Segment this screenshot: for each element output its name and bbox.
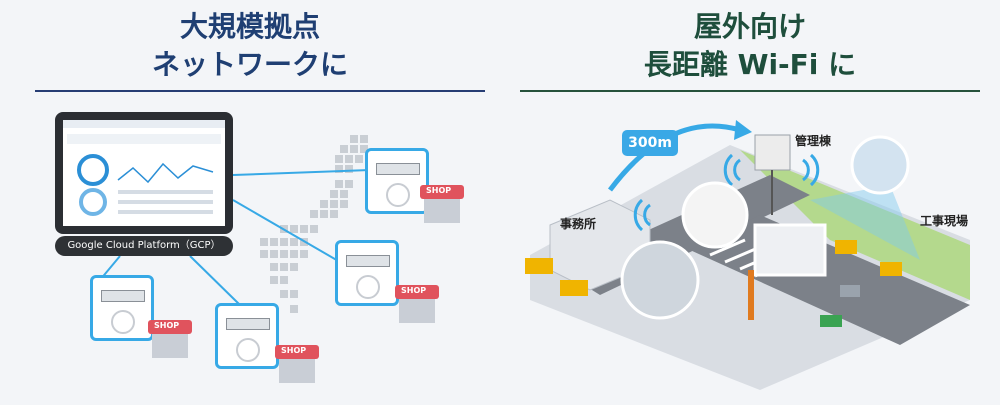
switch-icon: [346, 255, 390, 267]
switch-icon: [376, 163, 420, 175]
device-card-3: [90, 275, 154, 341]
shop-label: SHOP: [281, 346, 307, 355]
switch-icon: [101, 290, 145, 302]
large-site-network-panel: 大規模拠点 ネットワークに: [35, 10, 485, 383]
device-card-2: [335, 240, 399, 306]
right-divider: [520, 90, 980, 92]
access-point-icon: [356, 275, 380, 299]
gcp-label: Google Cloud Platform（GCP）: [55, 236, 233, 256]
left-heading-line2: ネットワークに: [151, 48, 348, 81]
right-heading-line2: 長距離 Wi-Fi に: [643, 48, 857, 81]
left-heading-line1: 大規模拠点: [179, 10, 320, 43]
distance-badge: 300m: [622, 130, 678, 156]
access-point-icon: [111, 310, 135, 334]
shop-label: SHOP: [426, 186, 452, 195]
construction-site-label: 工事現場: [920, 214, 969, 228]
shop-icon: SHOP: [148, 320, 192, 358]
device-card-1: [365, 148, 429, 214]
shop-icon: SHOP: [395, 285, 439, 323]
shop-icon: SHOP: [275, 345, 319, 383]
left-divider: [35, 90, 485, 92]
access-point-icon: [236, 338, 260, 362]
dashboard-screen: [63, 120, 225, 226]
site-scene-graphic: [525, 120, 970, 390]
office-label: 事務所: [560, 217, 597, 231]
device-card-4: [215, 303, 279, 369]
shop-label: SHOP: [401, 286, 427, 295]
outdoor-wifi-panel: 屋外向け 長距離 Wi-Fi に: [500, 0, 1000, 405]
switch-icon: [226, 318, 270, 330]
shop-label: SHOP: [154, 321, 180, 330]
access-point-icon: [386, 183, 410, 207]
dashboard-graphic: [63, 120, 225, 216]
dotted-map-graphic: [260, 135, 368, 313]
shop-icon: SHOP: [420, 185, 464, 223]
admin-building-label: 管理棟: [795, 134, 832, 148]
right-heading-line1: 屋外向け: [693, 10, 806, 43]
dashboard-tablet: [55, 112, 233, 234]
